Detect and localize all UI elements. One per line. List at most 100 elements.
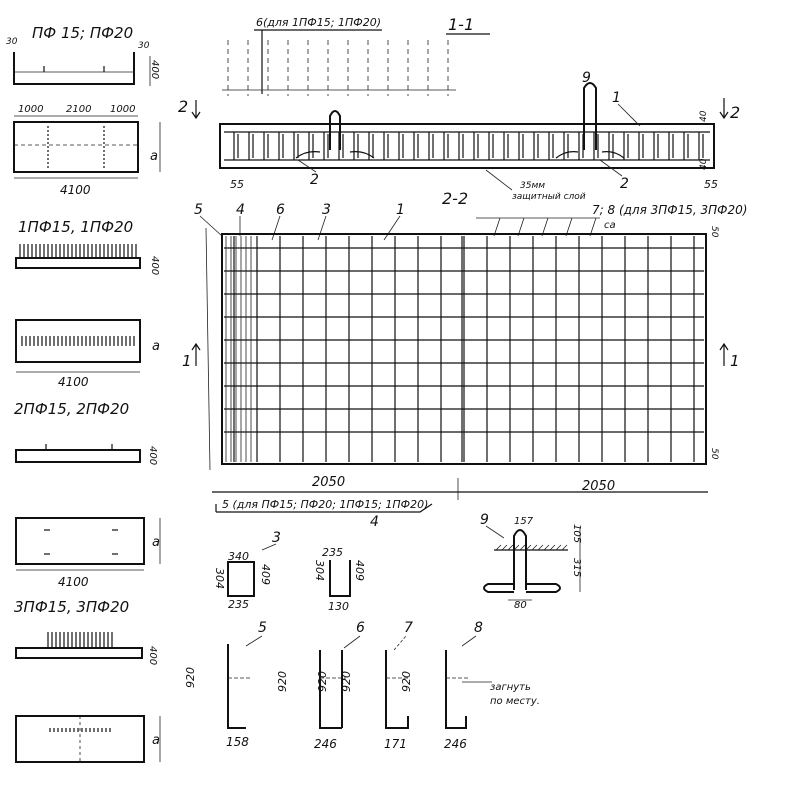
bar-7-shape [385,650,409,729]
leader-line [461,635,477,647]
detail-9-right-top: 105 [571,524,582,543]
loop-anchor [555,151,625,159]
section-arrow-left [191,100,201,120]
section-arrow-right [719,98,729,120]
bar-5-height: 920 [184,667,197,688]
pf1-elevation-outline [15,257,141,269]
pf-plan-outline [13,121,139,173]
pf3-elevation-bars [47,632,113,648]
leader-line [297,159,317,173]
section-1-1: 1-1 6(для 1ПФ15; 1ПФ20) 2 2 9 1 2 2 40 4… [178,15,740,202]
bar-8-foot: 246 [444,737,467,751]
pf-elevation-outline [13,52,135,85]
loop-anchor [295,151,375,159]
detail-3b-bar [329,560,351,597]
hatch-line [561,544,568,551]
plan-length-4100: 4100 [58,375,89,389]
plan-dim-50-top: 50 [709,226,719,238]
pf3-elevation-outline [15,647,143,659]
plan-mark-6: 6 [276,202,285,218]
detail-9-bottom: 80 [514,600,527,611]
mark-9: 9 [582,70,591,86]
detail-9-anchor-left [483,583,514,593]
plan-leader [271,215,281,241]
bar-6-height-2: 920 [316,671,329,692]
detail-3b-top: 235 [322,546,343,559]
dim-height-400: 400 [147,646,158,665]
bar-6-detail: 6 920 920 246 [276,620,365,751]
plan-2-2: 2-2 5 4 6 3 1 7; 8 (для 3ПФ15, 3ПФ20) са… [182,189,747,530]
detail-9-right-bottom: 315 [571,558,582,577]
bar-6-shape-a [319,650,342,729]
detail-9-anchor-right [526,583,561,593]
detail-3: 3 340 304 409 235 [213,530,281,611]
plan-side-a: a [150,149,158,164]
bar-7-foot: 171 [384,737,407,751]
plan-side-a: a [152,733,160,748]
plan-title: 2-2 [442,189,468,208]
leader-line [485,169,513,191]
surface-hatch [495,544,568,551]
view-pf1-title: 1ПФ15, 1ПФ20 [18,218,133,236]
section-1-1-title: 1-1 [448,15,474,34]
span-2050-right: 2050 [582,479,615,494]
edge-dim-55-left: 55 [230,178,244,191]
bar-5-detail: 5 920 158 [184,620,267,749]
detail-9-top: 157 [514,516,534,527]
bar-7-detail: 7 920 171 [340,620,413,751]
detail-3-left: 304 [213,568,226,589]
plan-length-4100: 4100 [58,575,89,589]
pf2-plan-outline [15,517,145,565]
dim-40-bottom: 40 [699,158,709,170]
dim-height-400: 400 [149,60,160,79]
pf2-elevation-outline [15,449,141,463]
bar-8-mark: 8 [474,620,483,636]
hatch-line [537,544,544,551]
section-arrow [719,342,729,366]
plan-mark-4: 4 [236,202,245,218]
section-arrow-2-left: 2 [178,97,188,116]
section-arrow [191,342,201,366]
detail-9: 9 157 105 315 80 [480,512,582,611]
bar-8-note-2: по месту. [490,696,540,707]
span-2050-left: 2050 [312,475,345,490]
detail-3-bottom: 235 [228,598,249,611]
plan-leader [383,215,401,241]
bar-7-mark: 7 [404,620,413,636]
view-pf-title: ПФ 15; ПФ20 [32,24,133,42]
pf3-plan-bars [49,728,111,732]
detail-9-mark: 9 [480,512,489,528]
leader-line [393,635,407,651]
mesh-outline [221,233,707,465]
bar-6-mark: 6 [356,620,365,636]
leader-line [485,525,505,539]
mesh-grid [224,236,704,462]
detail-3b: 235 304 409 130 [313,546,366,613]
dim-height-400: 400 [149,256,160,275]
dim-height-400: 400 [147,446,158,465]
view-pf: ПФ 15; ПФ20 30 30 400 1000 2100 1000 a 4… [6,24,161,197]
edge-dim-55-right: 55 [704,178,718,191]
hatch-line [555,544,562,551]
plan-mark-5: 5 [194,202,203,218]
detail-3-top: 340 [228,550,249,563]
pf1-plan-bars [21,336,135,346]
detail-3b-left: 304 [313,560,326,581]
cover-note-1: 35мм [520,181,545,191]
dim-right-30: 30 [138,41,150,51]
view-pf1: 1ПФ15, 1ПФ20 400 a 4100 [15,218,160,389]
detail-3-bar [227,561,255,597]
detail-3b-right: 409 [353,560,366,581]
leader-line [617,103,641,127]
view-pf2-title: 2ПФ15, 2ПФ20 [14,400,129,418]
pf1-plan-outline [15,319,141,363]
plan-length-4100: 4100 [60,183,91,197]
hatch-line [501,544,508,551]
hatch-line [507,544,514,551]
bar-8-height: 920 [400,671,413,692]
hatch-line [549,544,556,551]
section-arrow-2-right: 2 [730,103,740,122]
bar-7-height: 920 [340,671,353,692]
bar-5-shape [227,644,246,729]
